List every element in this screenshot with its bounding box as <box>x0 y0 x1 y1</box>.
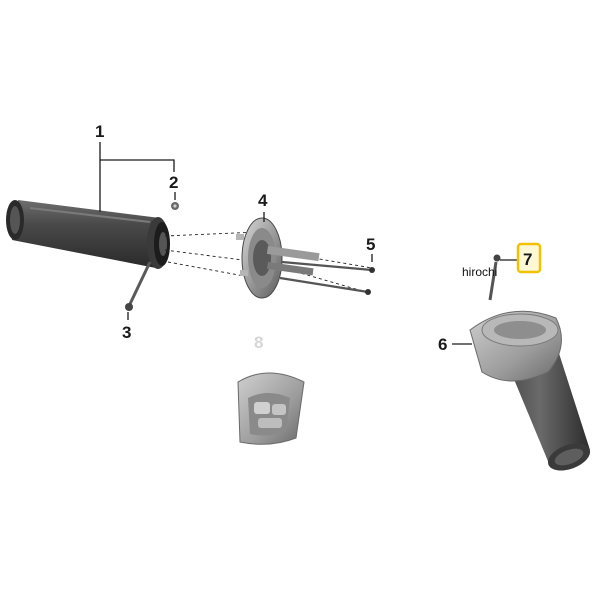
leader-lines <box>99 142 518 345</box>
callout-1: 1 <box>95 122 104 141</box>
callout-3: 3 <box>122 323 131 342</box>
callout-7-highlight-box <box>516 242 542 274</box>
callout-2: 2 <box>169 173 178 192</box>
callout-6: 6 <box>438 335 447 354</box>
nut-part <box>171 202 179 210</box>
throttle-grip <box>469 310 591 471</box>
screws-part-5 <box>279 260 375 295</box>
callout-5: 5 <box>366 235 375 254</box>
callout-7: 7 <box>523 250 532 269</box>
bolt-part-3 <box>125 261 152 311</box>
left-grip <box>6 200 170 269</box>
callout-8: 8 <box>254 333 263 352</box>
watermark-text: hirochi <box>462 265 497 279</box>
screw-part-7 <box>488 254 501 301</box>
callout-4: 4 <box>258 191 268 210</box>
clamp-ring <box>236 217 320 299</box>
switch-cover <box>237 372 305 445</box>
